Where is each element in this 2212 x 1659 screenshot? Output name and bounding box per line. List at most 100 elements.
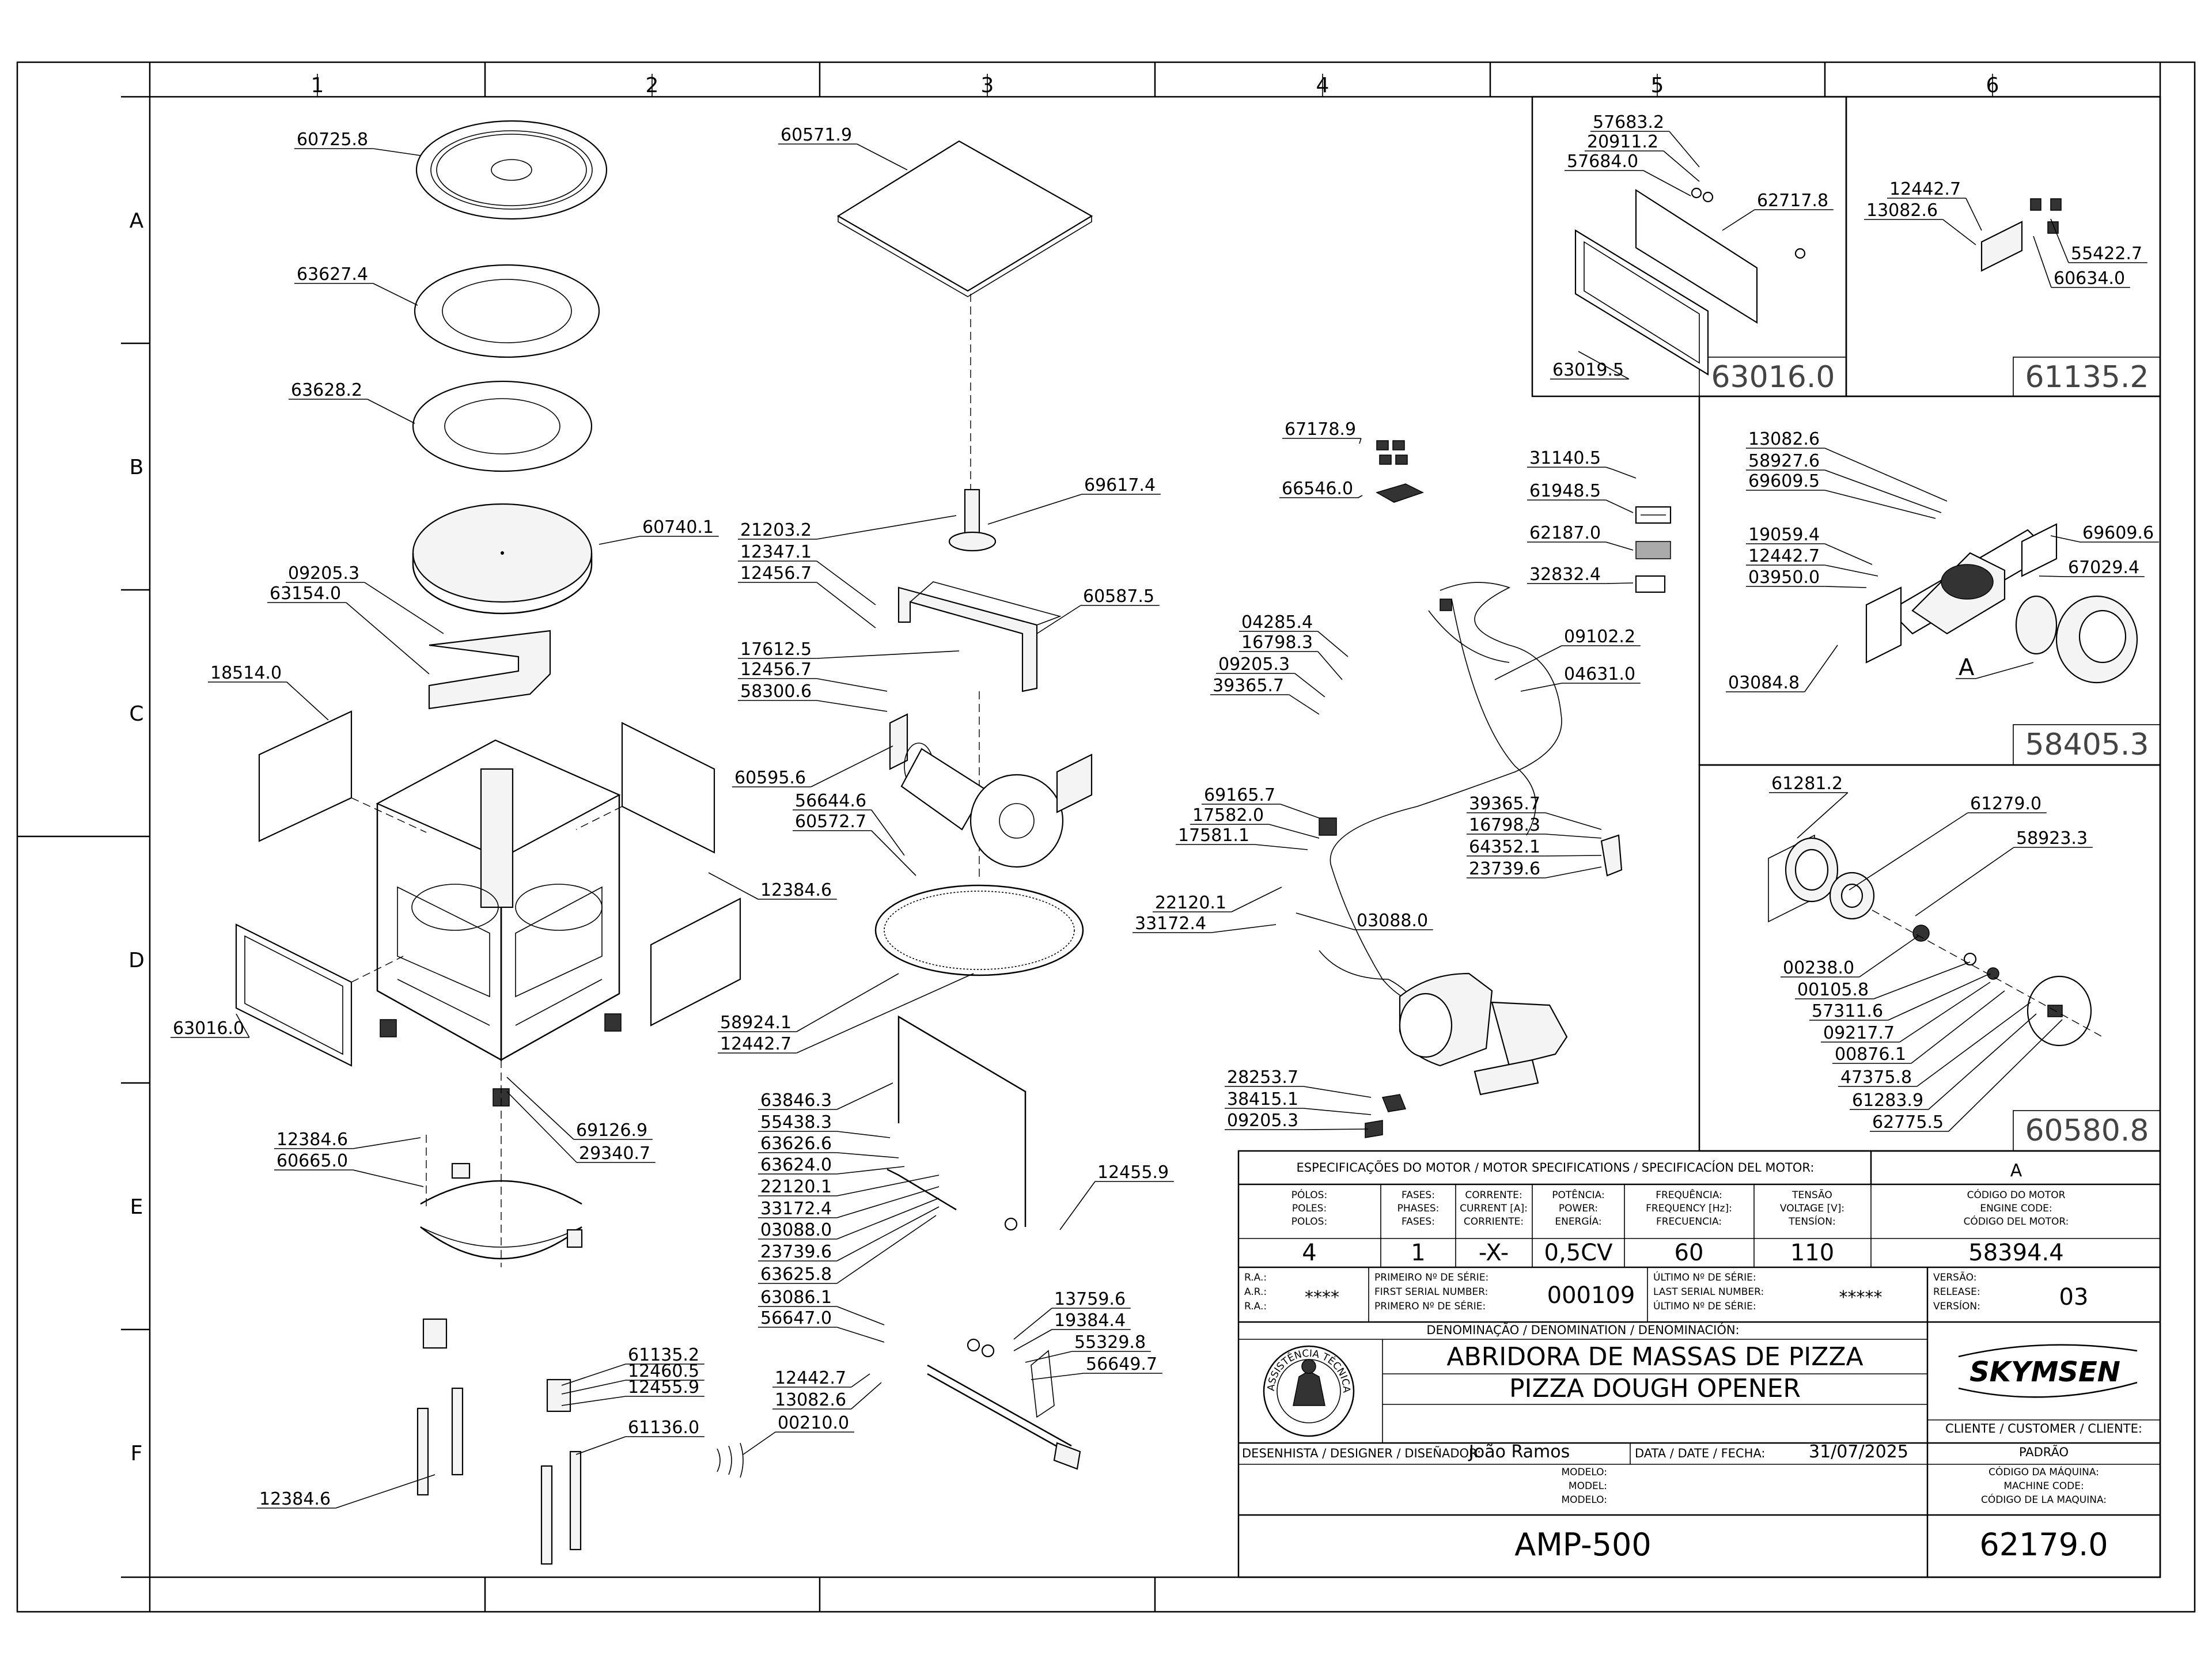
callout-leader-4 bbox=[364, 582, 444, 634]
part-callout-76: 57683.2 bbox=[1593, 112, 1664, 132]
part-callout-91: 03084.8 bbox=[1728, 673, 1800, 693]
part-callout-99: 00105.8 bbox=[1797, 980, 1869, 1000]
gear-ring-60572 bbox=[874, 884, 1084, 976]
callout-leader-63 bbox=[1280, 804, 1320, 819]
spec-col-3-label-pt: POTÊNCIA: bbox=[1552, 1188, 1604, 1201]
part-callout-88: 19059.4 bbox=[1748, 525, 1820, 545]
callout-leader-35 bbox=[836, 1166, 905, 1175]
callout-leader-54 bbox=[1605, 499, 1634, 513]
spec-col-2-label-pt: CORRENTE: bbox=[1465, 1190, 1522, 1201]
callout-leader-25 bbox=[816, 678, 888, 692]
part-callout-79: 62717.8 bbox=[1757, 191, 1828, 211]
square-plate-60571 bbox=[836, 140, 1093, 297]
seal-text: ASSISTÊNCIA TÉCNICA AUTORIZADA bbox=[0, 0, 1352, 1393]
callout-leader-83 bbox=[2050, 218, 2069, 263]
callout-leader-65 bbox=[1254, 844, 1308, 850]
spec-header-motor-id: A bbox=[2010, 1161, 2022, 1181]
part-callout-45: 19384.4 bbox=[1054, 1310, 1126, 1331]
part-callout-13: 61135.2 bbox=[628, 1345, 699, 1365]
seal-emblem bbox=[1263, 1345, 1355, 1437]
callout-leader-60 bbox=[1289, 694, 1320, 715]
callout-leader-51 bbox=[1359, 438, 1362, 444]
callout-leader-26 bbox=[816, 700, 888, 712]
callout-leader-59 bbox=[1294, 673, 1325, 698]
spec-col-1-label-pt: FASES: bbox=[1402, 1190, 1435, 1201]
callout-leader-17 bbox=[335, 1474, 435, 1509]
grid-row-a: A bbox=[130, 209, 144, 233]
part-callout-41: 63086.1 bbox=[760, 1287, 832, 1308]
part-callout-28: 56644.6 bbox=[795, 791, 866, 811]
callout-leader-61 bbox=[1494, 645, 1562, 680]
callout-leader-89 bbox=[1824, 565, 1878, 577]
part-callout-67: 33172.4 bbox=[1135, 914, 1206, 934]
callout-leader-74 bbox=[1303, 1108, 1372, 1115]
callout-leader-67 bbox=[1211, 924, 1277, 933]
callout-leader-27 bbox=[810, 745, 893, 787]
part-callout-61: 09102.2 bbox=[1564, 627, 1635, 647]
part-callout-14: 12460.5 bbox=[628, 1361, 699, 1381]
callout-leader-33 bbox=[836, 1131, 891, 1138]
part-callout-23: 60587.5 bbox=[1083, 586, 1154, 607]
spec-col-5-label-es: TENSÍON: bbox=[1788, 1215, 1835, 1228]
callout-leader-38 bbox=[836, 1198, 940, 1240]
part-callout-33: 55438.3 bbox=[760, 1112, 832, 1132]
callout-leader-71 bbox=[1545, 855, 1602, 857]
part-callout-96: 61279.0 bbox=[1970, 794, 2041, 814]
spec-col-2-label-es: CORRIENTE: bbox=[1464, 1216, 1524, 1228]
callout-leader-16 bbox=[575, 1436, 626, 1455]
part-callout-81: 12442.7 bbox=[1889, 179, 1961, 199]
top-plate-60725 bbox=[415, 120, 608, 220]
date-value: 31/07/2025 bbox=[1809, 1442, 1908, 1462]
grid-col-5: 5 bbox=[1651, 74, 1664, 97]
spec-col-6-label-es: CÓDIGO DEL MOTOR: bbox=[1964, 1215, 2069, 1228]
part-callout-26: 58300.6 bbox=[740, 681, 812, 702]
spec-col-6-label-pt: CÓDIGO DO MOTOR bbox=[1967, 1188, 2066, 1201]
callout-leader-79 bbox=[1722, 209, 1755, 231]
version-label-pt: VERSÃO: bbox=[1933, 1271, 1976, 1283]
callout-leader-104 bbox=[1928, 1013, 2037, 1110]
callout-leader-37 bbox=[836, 1186, 940, 1218]
callout-leader-30 bbox=[796, 973, 899, 1032]
callout-leader-7 bbox=[708, 872, 759, 900]
spec-col-4-label-en: FREQUENCY [Hz]: bbox=[1646, 1203, 1732, 1214]
callout-leader-49 bbox=[851, 1382, 882, 1410]
model-label-pt: MODELO: bbox=[1561, 1467, 1607, 1478]
detail-box-title-60580: 60580.8 bbox=[2025, 1113, 2149, 1148]
spec-col-5-label-pt: TENSÃO bbox=[1791, 1188, 1832, 1201]
last-serial-value: ***** bbox=[1839, 1287, 1883, 1308]
part-callout-98: 00238.0 bbox=[1783, 958, 1854, 978]
spec-col-1-label-en: PHASES: bbox=[1397, 1203, 1440, 1214]
callout-leader-39 bbox=[836, 1206, 940, 1262]
grid-col-2: 2 bbox=[646, 74, 659, 97]
row-grid: A B C D E F bbox=[17, 96, 150, 1578]
part-callout-100: 57311.6 bbox=[1812, 1001, 1883, 1021]
part-callout-43: 12455.9 bbox=[1097, 1162, 1169, 1183]
part-callout-3: 60740.1 bbox=[642, 517, 714, 537]
machine-code-label-pt: CÓDIGO DA MÁQUINA: bbox=[1988, 1465, 2099, 1478]
part-callout-35: 63624.0 bbox=[760, 1155, 832, 1175]
callout-leader-12 bbox=[353, 1169, 424, 1187]
spec-col-0-value: 4 bbox=[1302, 1240, 1316, 1266]
detail-marker-a: A bbox=[1959, 654, 1975, 681]
part-callout-29: 60572.7 bbox=[795, 812, 866, 832]
part-callout-36: 22120.1 bbox=[760, 1177, 832, 1197]
spec-col-6-label-en: ENGINE CODE: bbox=[1980, 1203, 2052, 1214]
part-callout-92: 69609.6 bbox=[2082, 523, 2154, 543]
callout-leader-10 bbox=[506, 1091, 577, 1163]
spec-col-3-label-es: ENERGÍA: bbox=[1555, 1215, 1601, 1228]
callout-leader-93 bbox=[2039, 575, 2066, 577]
part-callout-84: 60634.0 bbox=[2054, 268, 2125, 289]
grid-col-4: 4 bbox=[1316, 74, 1330, 97]
part-callout-85: 13082.6 bbox=[1748, 429, 1820, 449]
callout-leader-44 bbox=[1013, 1308, 1052, 1340]
grid-row-d: D bbox=[128, 949, 145, 972]
callout-leader-81 bbox=[1965, 198, 1982, 231]
spec-col-0-label-es: POLOS: bbox=[1291, 1216, 1327, 1228]
part-callout-46: 55329.8 bbox=[1074, 1332, 1146, 1353]
first-serial-label-en: FIRST SERIAL NUMBER: bbox=[1374, 1286, 1488, 1298]
callout-leader-64 bbox=[1268, 824, 1320, 839]
callout-leader-72 bbox=[1545, 866, 1602, 878]
callout-leader-20 bbox=[816, 515, 957, 540]
ra-label-1: R.A.: bbox=[1244, 1272, 1267, 1283]
